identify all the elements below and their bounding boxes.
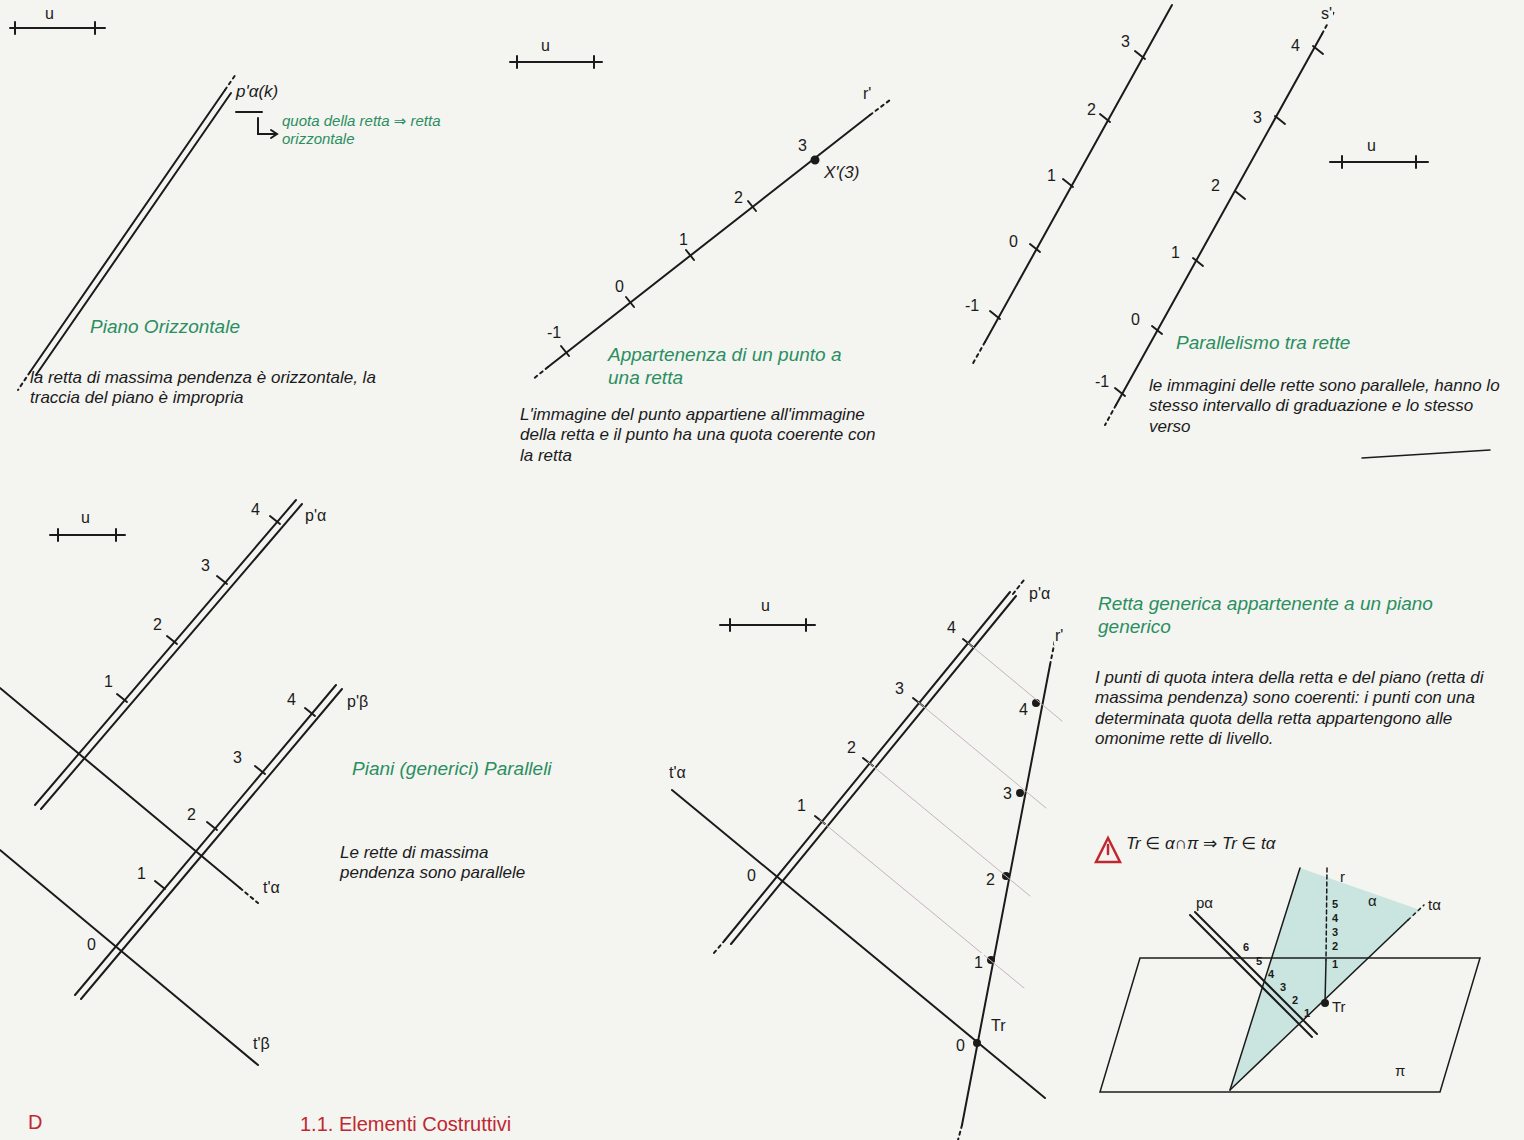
chapter-heading: 1.1. Elementi Costruttivi	[300, 1112, 511, 1136]
plane-label: p'α	[1028, 584, 1051, 603]
sketch-number: 2	[1332, 940, 1338, 953]
parallel-planes	[0, 500, 342, 1065]
graduation-number: 4	[1290, 36, 1301, 55]
note-text: la retta di massima pendenza è orizzonta…	[30, 368, 420, 409]
graduation-number: 3	[894, 679, 905, 698]
graduation-number: -1	[1094, 372, 1110, 391]
note-text: I punti di quota intera della retta e de…	[1095, 668, 1515, 750]
sketch-number: 3	[1280, 981, 1286, 994]
graduation-number: 1	[796, 796, 807, 815]
horizontal-plane-line	[18, 74, 277, 390]
graduation-number: 2	[985, 870, 996, 889]
plane-label: p'β	[346, 692, 369, 711]
graduation-number: 4	[286, 690, 297, 709]
warning-symbol	[1096, 838, 1120, 862]
sketch-label: r	[1340, 868, 1345, 886]
section-heading: Retta generica appartenente a un piano g…	[1098, 593, 1458, 639]
graduated-line	[532, 100, 890, 380]
sketch-label: pα	[1196, 894, 1213, 912]
graduation-number: 0	[1130, 310, 1141, 329]
graduation-number: 4	[250, 500, 261, 519]
graduation-number: 2	[186, 805, 197, 824]
graduation-number: 0	[746, 866, 757, 885]
graduation-number: 1	[678, 230, 689, 249]
sketch-label: Tr	[1332, 998, 1346, 1016]
sketch-number: 4	[1332, 912, 1338, 925]
plane-label: p'α(k)	[236, 82, 278, 102]
graduation-number: 2	[1086, 100, 1097, 119]
graduation-number: -1	[546, 323, 562, 342]
sketch-number: 3	[1332, 926, 1338, 939]
graduation-number: 4	[946, 618, 957, 637]
perspective-sketch	[1100, 868, 1480, 1092]
graduation-number: 1	[1046, 166, 1057, 185]
line-label: r'	[862, 84, 872, 103]
graduation-number: 1	[103, 672, 114, 691]
sketch-number: 5	[1332, 898, 1338, 911]
note-text: le immagini delle rette sono parallele, …	[1149, 376, 1519, 437]
sketch-label: π	[1395, 1062, 1405, 1080]
section-heading: Piani (generici) Paralleli	[352, 758, 552, 781]
graduation-number: 3	[797, 136, 808, 155]
point-label: X'(3)	[824, 163, 859, 183]
chapter-heading: D	[28, 1110, 42, 1134]
graduation-number: 0	[955, 1036, 966, 1055]
graduation-number: 2	[152, 615, 163, 634]
graduation-number: 0	[1008, 232, 1019, 251]
graduation-number: 2	[1210, 176, 1221, 195]
sketch-number: 2	[1292, 994, 1298, 1007]
graduation-number: 3	[1252, 108, 1263, 127]
trace-label: t'α	[668, 763, 687, 782]
green-note: quota della retta ⇒ retta orizzontale	[282, 112, 442, 148]
graduation-number: 3	[1120, 32, 1131, 51]
formula: Tr ∈ α∩π ⇒ Tr ∈ tα	[1126, 834, 1276, 854]
sketch-number: 1	[1304, 1007, 1310, 1020]
scale-label: u	[760, 596, 771, 615]
line-on-plane	[672, 580, 1058, 1140]
line-label: s'	[1320, 4, 1333, 23]
graduation-number: 1	[973, 953, 984, 972]
graduation-number: 2	[733, 188, 744, 207]
graduation-number: 4	[1018, 700, 1029, 719]
point-label: Tr	[990, 1016, 1007, 1035]
plane-label: p'α	[304, 506, 327, 525]
unit-scale	[10, 22, 1428, 631]
trace-label: t'α	[262, 878, 281, 897]
graduation-number: -1	[964, 296, 980, 315]
graduation-number: 0	[614, 277, 625, 296]
sketch-label: α	[1368, 892, 1377, 910]
note-text: L'immagine del punto appartiene all'imma…	[520, 405, 890, 466]
note-text: Le rette di massima pendenza sono parall…	[340, 843, 560, 884]
scale-label: u	[1366, 136, 1377, 155]
trace-label: t'β	[252, 1034, 271, 1053]
sketch-number: 5	[1256, 955, 1262, 968]
section-heading: Appartenenza di un punto a una retta	[608, 344, 848, 390]
section-heading: Piano Orizzontale	[90, 316, 240, 339]
scale-label: u	[44, 4, 55, 23]
graduation-number: 2	[846, 738, 857, 757]
graduation-number: 3	[200, 556, 211, 575]
scale-label: u	[80, 508, 91, 527]
sketch-number: 1	[1332, 958, 1338, 971]
graduation-number: 3	[1002, 784, 1013, 803]
line-label: r'	[1054, 626, 1064, 645]
sketch-number: 4	[1268, 968, 1274, 981]
graduation-number: 1	[1170, 243, 1181, 262]
graduation-number: 1	[136, 864, 147, 883]
graduation-number: 3	[232, 748, 243, 767]
section-heading: Parallelismo tra rette	[1176, 332, 1446, 355]
graduation-number: 0	[86, 935, 97, 954]
sketch-label: tα	[1428, 896, 1441, 914]
scale-label: u	[540, 36, 551, 55]
level-lines	[820, 643, 1062, 988]
sketch-number: 6	[1243, 941, 1249, 954]
